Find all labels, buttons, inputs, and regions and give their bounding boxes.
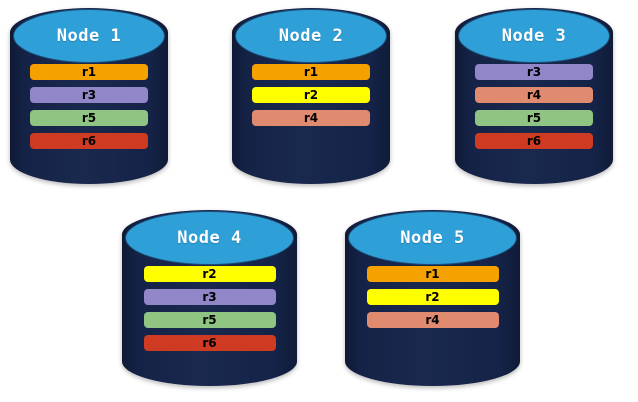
- record-list: r1 r2 r4: [345, 266, 520, 328]
- record-bar-r3[interactable]: r3: [143, 289, 276, 305]
- record-bar-r4[interactable]: r4: [475, 87, 593, 103]
- record-label: r4: [526, 88, 542, 102]
- record-label: r3: [526, 65, 542, 79]
- record-bar-r3[interactable]: r3: [475, 64, 593, 80]
- node-title: Node 1: [56, 26, 122, 46]
- record-list: r2 r3 r5 r6: [122, 266, 297, 351]
- node-cylinder-2[interactable]: Node 2 r1 r2 r4: [232, 8, 390, 184]
- node-title: Node 2: [278, 26, 344, 46]
- record-bar-r1[interactable]: r1: [30, 64, 148, 80]
- record-label: r1: [303, 65, 319, 79]
- record-label: r6: [202, 336, 217, 350]
- node-cylinder-4[interactable]: Node 4 r2 r3 r5 r6: [122, 210, 297, 386]
- record-label: r1: [425, 267, 440, 281]
- node-title: Node 4: [177, 228, 242, 248]
- record-bar-r6[interactable]: r6: [143, 335, 276, 351]
- record-bar-r2[interactable]: r2: [366, 289, 499, 305]
- record-bar-r3[interactable]: r3: [30, 87, 148, 103]
- record-label: r6: [526, 134, 542, 148]
- record-label: r2: [303, 88, 319, 102]
- node-cylinder-1[interactable]: Node 1 r1 r3 r5 r6: [10, 8, 168, 184]
- record-bar-r1[interactable]: r1: [252, 64, 370, 80]
- record-bar-r4[interactable]: r4: [366, 312, 499, 328]
- node-cylinder-3[interactable]: Node 3 r3 r4 r5 r6: [455, 8, 613, 184]
- record-list: r1 r3 r5 r6: [10, 64, 168, 149]
- record-label: r3: [81, 88, 97, 102]
- node-title: Node 5: [400, 228, 465, 248]
- record-bar-r2[interactable]: r2: [252, 87, 370, 103]
- record-label: r2: [202, 267, 217, 281]
- record-bar-r4[interactable]: r4: [252, 110, 370, 126]
- node-cylinder-5[interactable]: Node 5 r1 r2 r4: [345, 210, 520, 386]
- record-label: r4: [425, 313, 440, 327]
- cylinder-top-disc: Node 2: [234, 9, 388, 63]
- node-title: Node 3: [501, 26, 567, 46]
- record-list: r1 r2 r4: [232, 64, 390, 126]
- cylinder-top-disc: Node 5: [347, 211, 518, 265]
- record-bar-r5[interactable]: r5: [475, 110, 593, 126]
- record-label: r1: [81, 65, 97, 79]
- record-list: r3 r4 r5 r6: [455, 64, 613, 149]
- record-label: r5: [526, 111, 542, 125]
- cylinder-top-disc: Node 3: [457, 9, 611, 63]
- record-label: r5: [81, 111, 97, 125]
- record-label: r5: [202, 313, 217, 327]
- record-bar-r1[interactable]: r1: [366, 266, 499, 282]
- record-label: r4: [303, 111, 319, 125]
- cylinder-top-disc: Node 4: [124, 211, 295, 265]
- record-label: r2: [425, 290, 440, 304]
- record-bar-r5[interactable]: r5: [30, 110, 148, 126]
- record-bar-r5[interactable]: r5: [143, 312, 276, 328]
- record-bar-r2[interactable]: r2: [143, 266, 276, 282]
- cylinder-top-disc: Node 1: [12, 9, 166, 63]
- record-bar-r6[interactable]: r6: [475, 133, 593, 149]
- record-label: r6: [81, 134, 97, 148]
- record-bar-r6[interactable]: r6: [30, 133, 148, 149]
- record-label: r3: [202, 290, 217, 304]
